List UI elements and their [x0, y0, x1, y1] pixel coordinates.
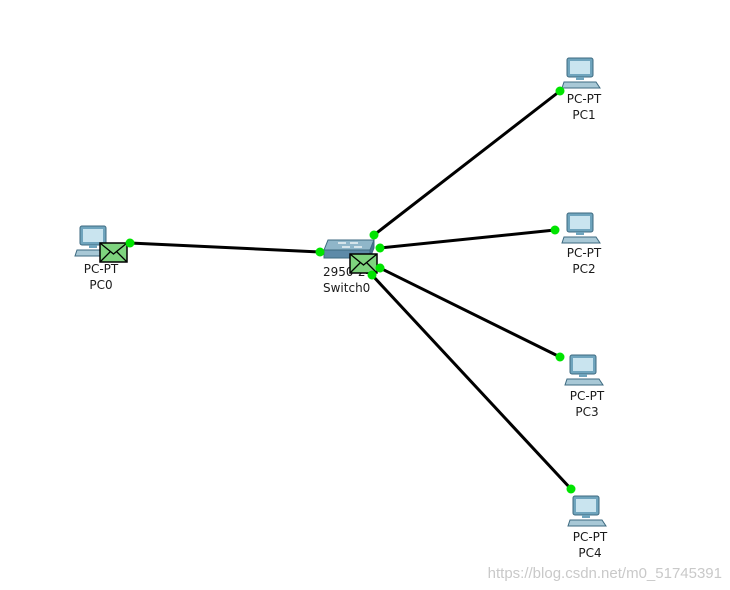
pc-icon	[74, 225, 114, 257]
watermark-text: https://blog.csdn.net/m0_51745391	[488, 565, 722, 582]
link-light-switch0-pc3	[375, 263, 385, 273]
pc4-name-label: PC4	[578, 546, 601, 560]
link-pc0-switch0[interactable]	[129, 241, 321, 254]
pc-icon	[561, 212, 601, 244]
pdu-envelope-pc0[interactable]	[99, 242, 128, 263]
link-light-pc1	[555, 86, 565, 96]
link-switch0-pc4[interactable]	[370, 273, 573, 491]
link-switch0-pc3[interactable]	[379, 266, 561, 359]
pc-icon	[561, 57, 601, 89]
pc1-device[interactable]	[561, 57, 601, 89]
link-light-switch0-pc0	[315, 247, 325, 257]
link-light-switch0-pc1	[369, 230, 379, 240]
pc1-model-label: PC-PT	[567, 92, 602, 106]
pc2-name-label: PC2	[572, 262, 595, 276]
switch0-name-label: Switch0	[323, 281, 370, 295]
links	[129, 89, 573, 491]
link-light-switch0-pc4	[367, 270, 377, 280]
pc3-device[interactable]	[564, 354, 604, 386]
link-status-lights	[125, 86, 576, 494]
pc-icon	[567, 495, 607, 527]
pc0-device[interactable]	[74, 225, 114, 257]
pc0-model-label: PC-PT	[84, 262, 119, 276]
pc3-model-label: PC-PT	[570, 389, 605, 403]
link-switch0-pc2[interactable]	[379, 228, 556, 250]
link-light-pc3	[555, 352, 565, 362]
pc2-model-label: PC-PT	[567, 246, 602, 260]
link-light-pc4	[566, 484, 576, 494]
pc0-name-label: PC0	[89, 278, 112, 292]
pc4-model-label: PC-PT	[573, 530, 608, 544]
pdu-envelope-switch0[interactable]	[349, 253, 378, 274]
pc-icon	[564, 354, 604, 386]
pc1-name-label: PC1	[572, 108, 595, 122]
pc4-device[interactable]	[567, 495, 607, 527]
link-light-pc0	[125, 238, 135, 248]
pc2-device[interactable]	[561, 212, 601, 244]
link-light-switch0-pc2	[375, 243, 385, 253]
link-switch0-pc1[interactable]	[373, 89, 561, 237]
link-light-pc2	[550, 225, 560, 235]
pc3-name-label: PC3	[575, 405, 598, 419]
